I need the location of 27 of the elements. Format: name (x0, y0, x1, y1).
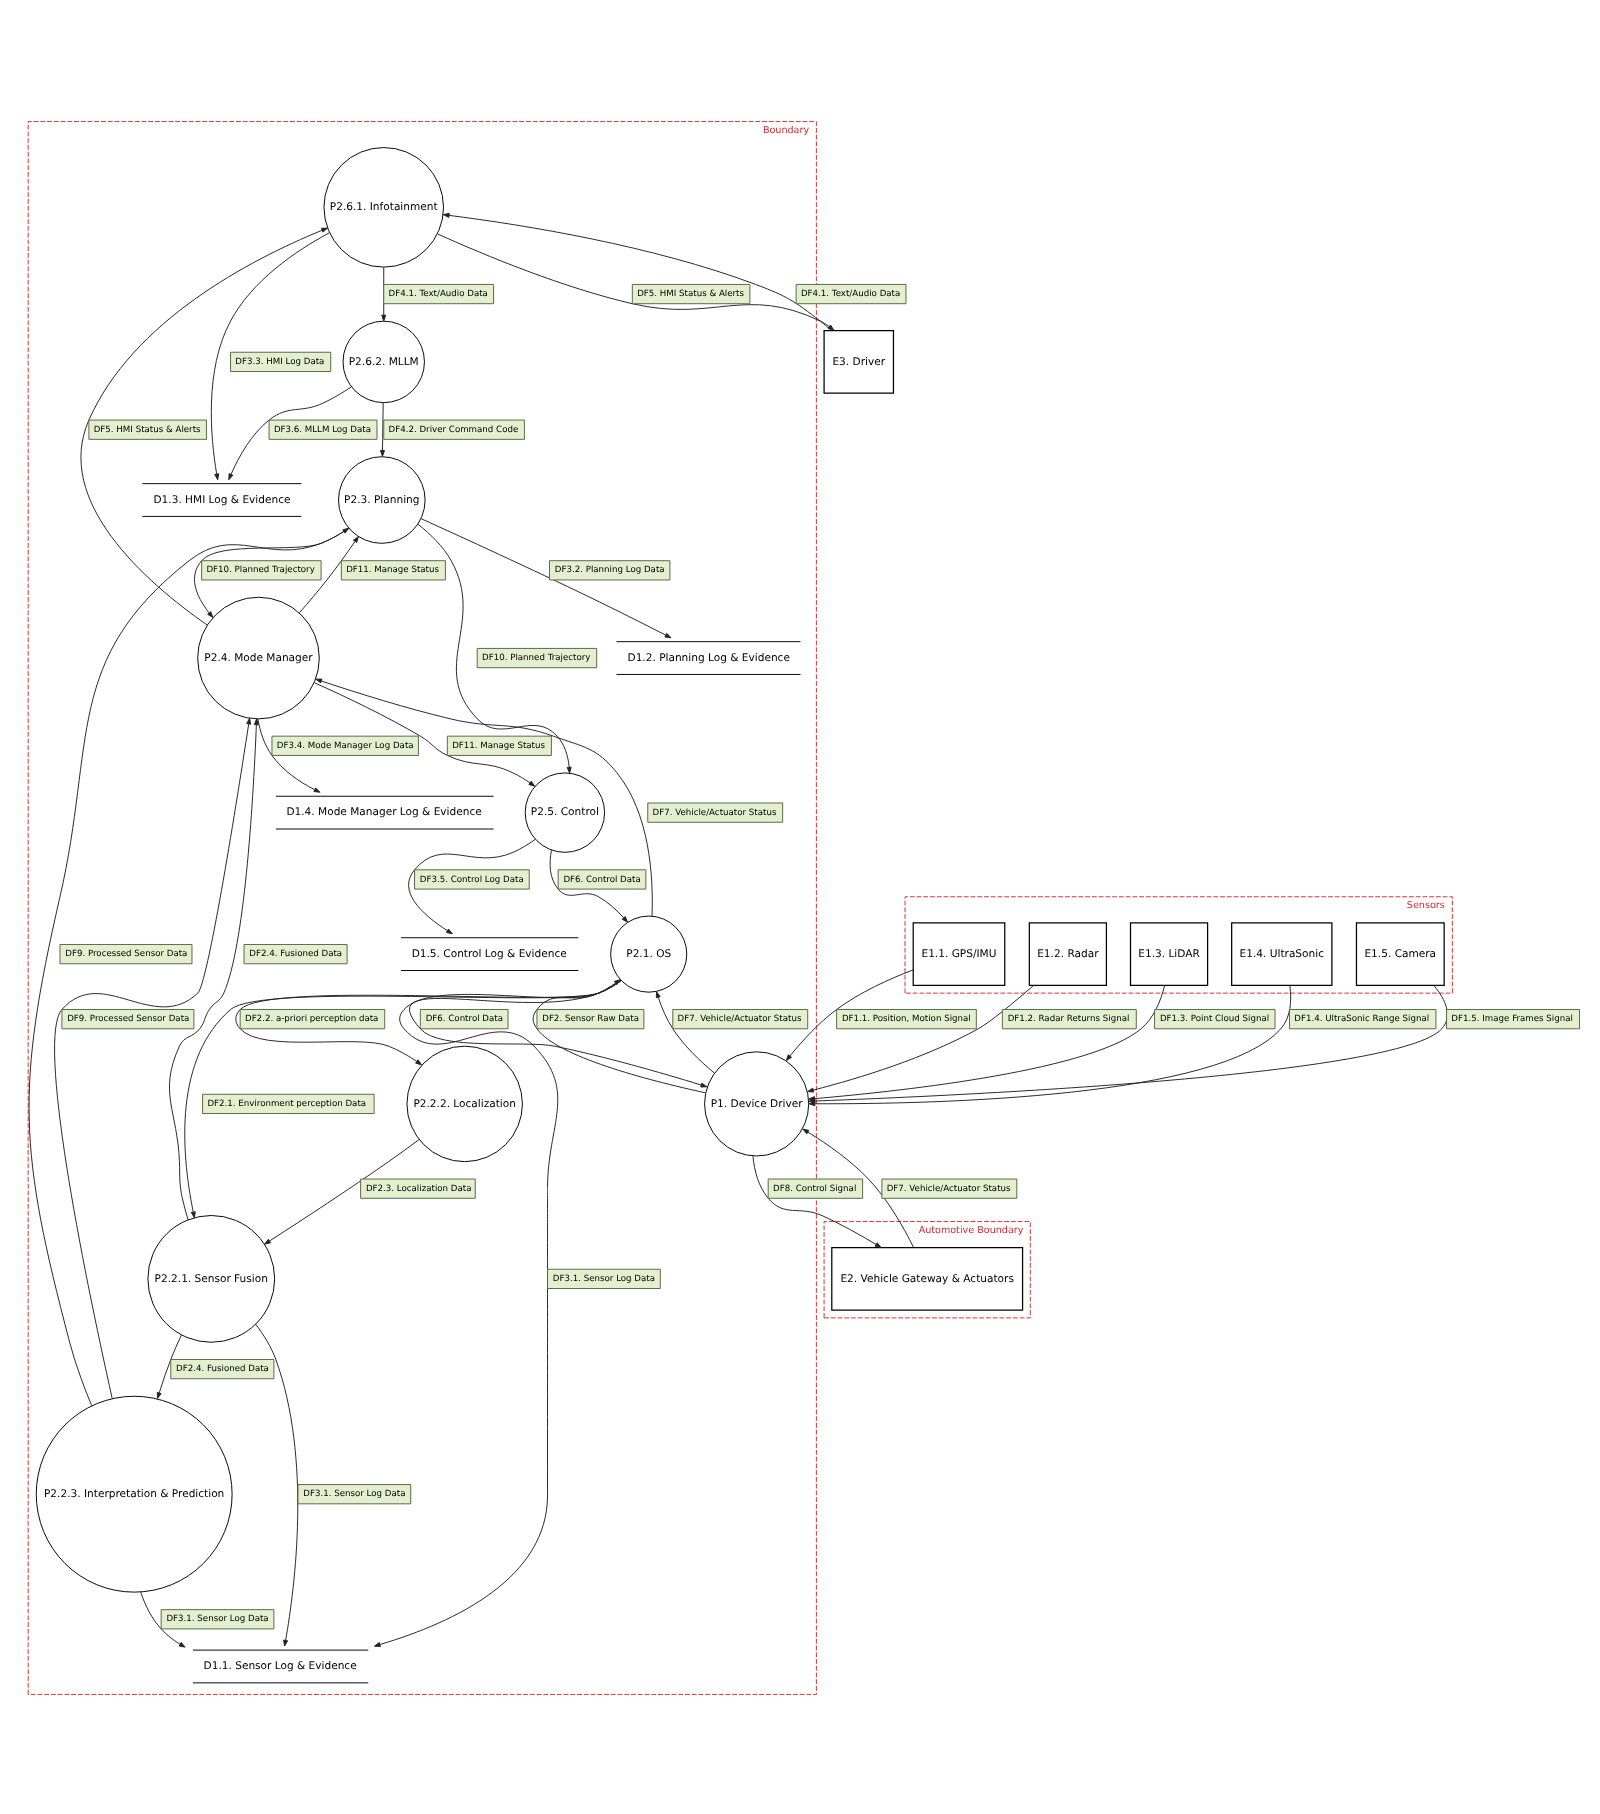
arrow (655, 990, 715, 1073)
arrow (802, 1127, 915, 1247)
arrow (380, 401, 385, 456)
arrow (442, 211, 832, 330)
arrow (408, 837, 536, 934)
arrow (437, 232, 835, 330)
arrow (255, 1322, 299, 1646)
arrow (194, 526, 350, 617)
arrow (373, 979, 622, 1646)
arrow (54, 716, 252, 1398)
arrow (299, 535, 359, 613)
arrow (235, 979, 622, 1065)
arrow (549, 848, 628, 922)
arrow (409, 978, 708, 1087)
arrow (184, 979, 622, 1218)
arrow (752, 1154, 882, 1247)
arrow (228, 385, 352, 480)
arrow (417, 522, 572, 773)
arrow (313, 681, 536, 786)
arrow (169, 717, 259, 1220)
arrow (140, 1590, 186, 1647)
arrow (156, 1333, 182, 1399)
arrow (264, 1138, 420, 1244)
arrow (807, 984, 1034, 1092)
arrow (315, 677, 653, 916)
arrow (257, 717, 321, 792)
arrow (785, 968, 914, 1061)
